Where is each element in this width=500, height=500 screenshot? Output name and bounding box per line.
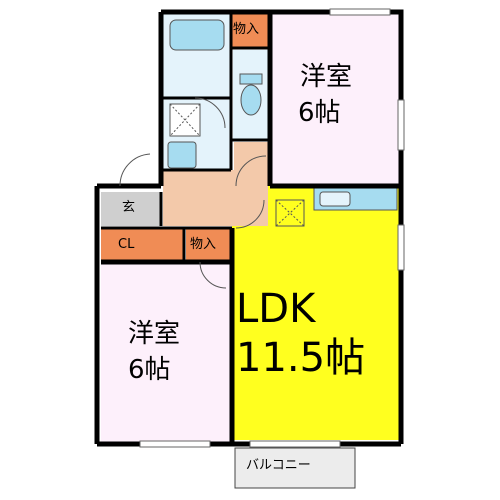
kitchen-sink-icon (319, 191, 351, 207)
entrance-label: 玄 (122, 200, 136, 215)
fridge-space-icon (275, 199, 305, 227)
storage-top-floor (231, 12, 270, 48)
windows (139, 8, 405, 448)
western-room-1-name: 洋室 (300, 62, 353, 92)
balcony-floor (234, 447, 356, 489)
hall-floor-2 (234, 142, 268, 186)
western-room-1-floor (272, 12, 399, 184)
balcony-label: バルコニー (246, 458, 311, 473)
western-room-2-size: 6帖 (128, 355, 171, 385)
closet-label: CL (118, 237, 135, 252)
entrance-floor (101, 192, 161, 226)
storage-mid-floor (186, 228, 232, 262)
door-swings (119, 97, 267, 289)
wash-basin-icon (167, 141, 197, 169)
western-room-2-floor (101, 262, 232, 444)
storage-top-label: 物入 (233, 22, 260, 37)
western-room-2-name: 洋室 (128, 319, 181, 349)
closet-floor (101, 228, 184, 262)
ldk-name: LDK (236, 286, 316, 332)
ldk-floor (232, 186, 399, 440)
western-room-1-size: 6帖 (298, 98, 341, 128)
storage-mid-label: 物入 (190, 237, 217, 252)
inner-walls (101, 12, 270, 262)
toilet-icon (240, 84, 262, 116)
ldk-size: 11.5帖 (236, 335, 366, 381)
bathtub-icon (169, 19, 225, 51)
